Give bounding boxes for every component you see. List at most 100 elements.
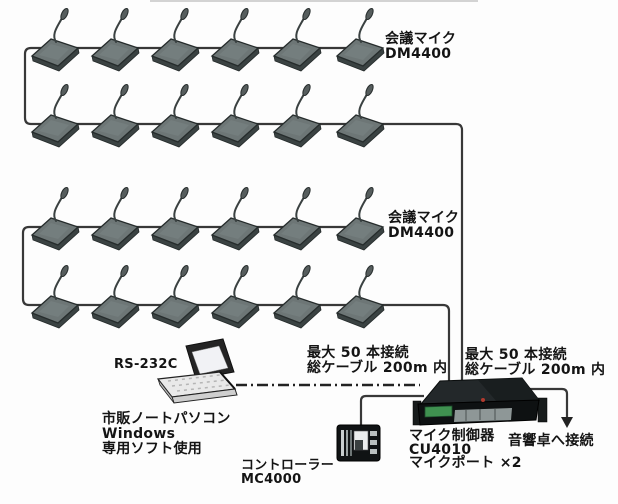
mic-base-sheen [159,223,189,239]
daisy-chain-cable-group-1 [23,46,464,384]
conference-mic-unit [210,264,260,329]
mic-base-sheen [281,44,311,60]
label-line: マイク制御器 [409,428,495,444]
mic-base-sheen [39,120,69,136]
mic-base-sheen [219,44,249,60]
mic-base-sheen [99,120,129,136]
mic-base-sheen [281,223,311,239]
mic-base-sheen [219,223,249,239]
mc4000-screen-shade [355,440,363,450]
label-line: 最大 50 本接続 [465,347,567,363]
mc4000-key-2 [370,440,377,445]
conference-mic-unit [210,83,260,148]
mic-capsule [302,7,311,21]
mic-capsule [302,264,311,278]
mc4000-key-1 [370,431,377,436]
conference-mic-unit [30,186,80,251]
label-max-connect-left: 最大 50 本接続 総ケーブル 200m 内 [307,346,447,376]
conference-mic-unit [210,7,260,72]
mic-gooseneck [113,93,123,119]
label-line: 会議マイク [385,31,457,47]
mic-gooseneck [233,196,243,222]
label-line: 市販ノートパソコン [102,411,231,427]
conference-mic-unit [150,186,200,251]
mic-capsule [180,83,189,97]
label-line: RS-232C [114,357,178,372]
mic-gooseneck [295,93,305,119]
mic-base-sheen [219,120,249,136]
mic-gooseneck [295,196,305,222]
mic-gooseneck [233,17,243,43]
cu4010-led [481,398,485,402]
daisy-chain-cable-group-2 [21,225,451,384]
conference-mic-unit [150,7,200,72]
label-controller: コントローラー MC4000 [241,459,334,486]
mic-gooseneck [113,17,123,43]
mic-base-sheen [39,44,69,60]
mic-gooseneck [53,274,63,300]
mic-base-sheen [99,44,129,60]
mic-row-3 [30,186,385,251]
label-rs232c: RS-232C [114,357,178,372]
mic-capsule [365,264,374,278]
mic-capsule [240,264,249,278]
controller-cable [359,394,424,425]
conference-mic-unit [335,186,385,251]
mc4000-key-3 [370,449,377,454]
conference-mic-unit [150,83,200,148]
conference-mic-unit [90,264,140,329]
label-line: 総ケーブル 200m 内 [465,362,606,378]
cu4010-right-ear [537,397,548,423]
label-line: 総ケーブル 200m 内 [307,360,448,376]
label-control-unit: マイク制御器 CU4010 マイクポート ×2 [409,428,522,471]
mic-base-sheen [344,120,374,136]
laptop-keys [167,374,231,392]
laptop-left-edge [157,378,175,404]
mc4000-bar-1 [341,430,344,456]
mic-capsule [60,264,69,278]
mic-gooseneck [295,17,305,43]
mic-capsule [240,7,249,21]
cu4010-front-strip [454,408,512,422]
conference-mic-unit [272,7,322,72]
label-max-connect-right: 最大 50 本接続 総ケーブル 200m 内 [465,348,605,378]
mic-capsule [120,7,129,21]
mic-base-sheen [344,44,374,60]
label-line: 会議マイク [388,210,460,226]
mic-gooseneck [53,93,63,119]
mic-capsule [302,186,311,200]
label-mic-group-1: 会議マイク DM4400 [385,32,456,62]
label-line: 最大 50 本接続 [307,345,409,361]
mic-gooseneck [173,93,183,119]
mic-base-sheen [281,301,311,317]
mic-capsule [60,186,69,200]
mic-capsule [240,83,249,97]
mic-capsule [365,186,374,200]
cu4010-green-label [424,405,453,418]
mic-row-4 [30,264,385,329]
mic-capsule [180,186,189,200]
mic-capsule [60,7,69,21]
conference-mic-unit [30,7,80,72]
conference-mic-unit [30,83,80,148]
mic-capsule [365,83,374,97]
label-line: Windows [102,426,176,442]
mic-gooseneck [53,17,63,43]
mic-gooseneck [113,274,123,300]
mixer-cable [528,387,569,418]
mic-base-sheen [344,223,374,239]
conference-mic-unit [150,264,200,329]
conference-mic-unit [272,264,322,329]
mic-base-sheen [99,301,129,317]
mic-base-sheen [159,120,189,136]
mic-gooseneck [53,196,63,222]
mic-gooseneck [358,274,368,300]
mic-capsule [180,264,189,278]
conference-mic-unit [335,83,385,148]
mic-gooseneck [358,196,368,222]
laptop-illustration [156,338,238,404]
label-line: コントローラー [241,458,335,473]
mic-capsule [120,83,129,97]
laptop-screen [191,345,229,375]
